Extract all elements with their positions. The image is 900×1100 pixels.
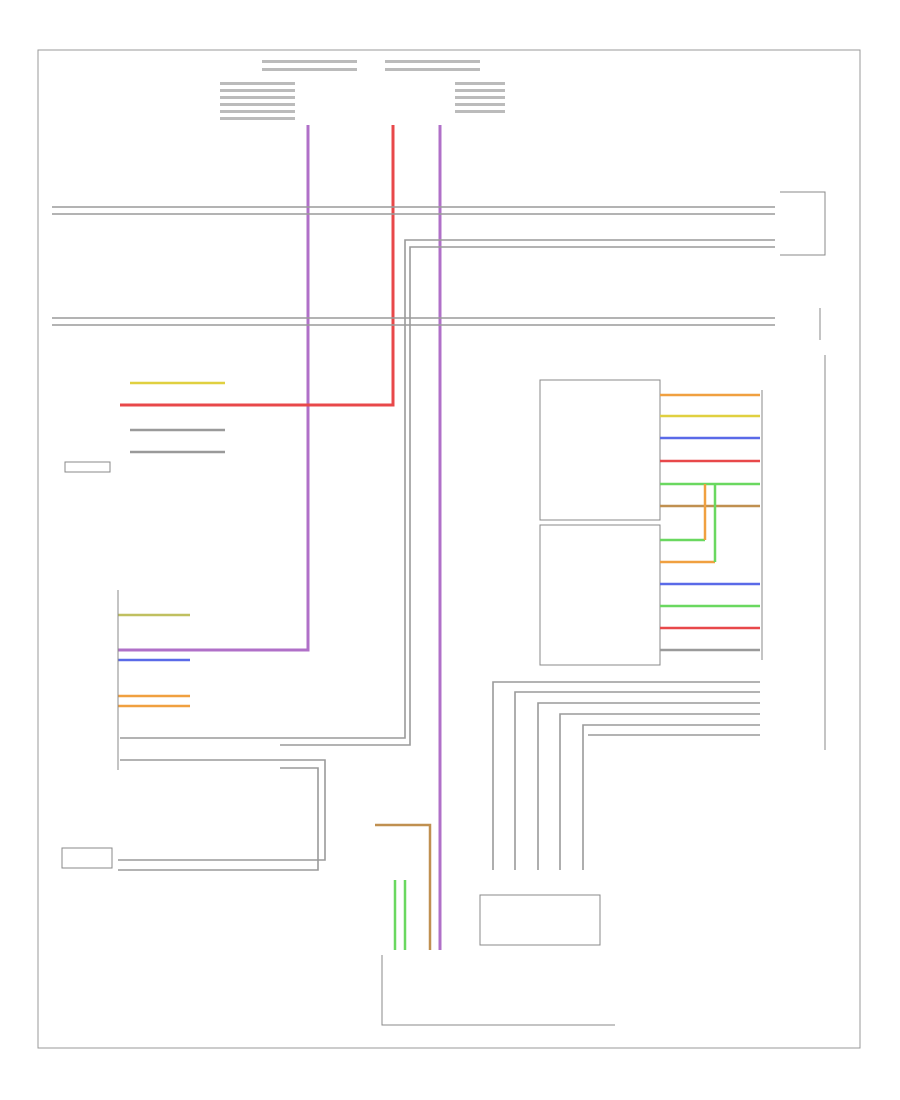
switch-wires bbox=[660, 390, 763, 660]
left-modules bbox=[61, 461, 615, 1026]
purple-feed-wire bbox=[118, 125, 310, 652]
steering-lines bbox=[479, 681, 760, 946]
right-modules bbox=[539, 191, 826, 750]
bus-lines bbox=[52, 206, 775, 871]
wires-main bbox=[118, 125, 442, 950]
red-feed-wire bbox=[120, 125, 395, 407]
diagram-frame bbox=[37, 49, 861, 1049]
fuse-block-labels bbox=[220, 60, 505, 120]
left-wires bbox=[118, 381, 432, 950]
